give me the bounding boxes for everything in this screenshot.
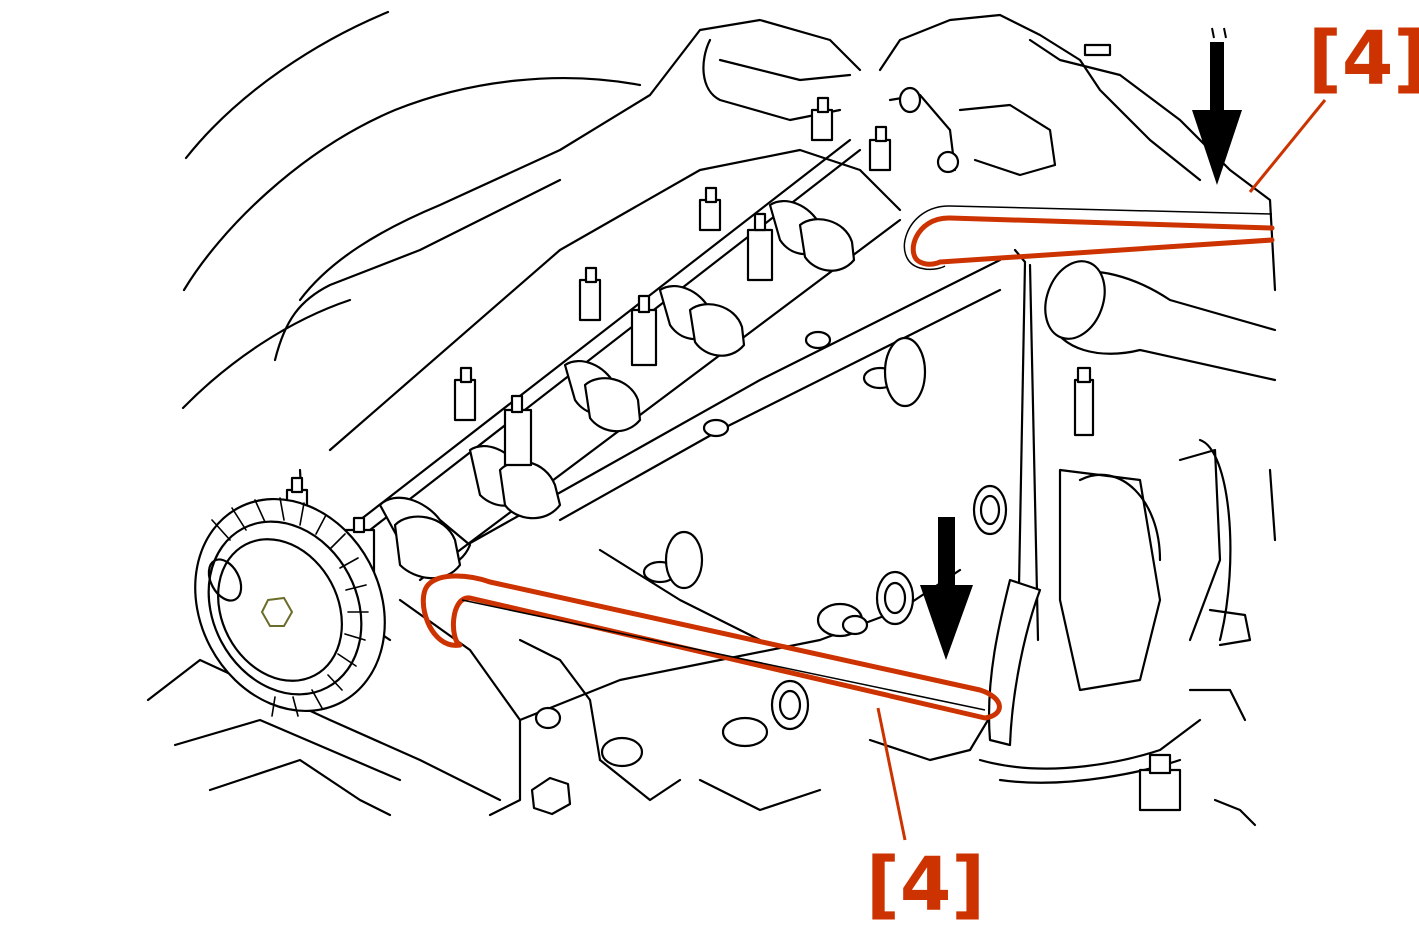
callout-tools <box>420 99 1327 841</box>
leader-line-top <box>1248 99 1327 193</box>
bolt-bosses <box>530 86 1008 816</box>
direction-arrows <box>920 27 1242 660</box>
cam-gear <box>194 497 386 717</box>
camshaft-front <box>393 218 902 582</box>
callout-label-top: [4] <box>1308 16 1419 102</box>
cylinder-head-outline <box>273 148 1002 817</box>
upper-engine-outline <box>298 13 1277 302</box>
right-side-hoses <box>978 248 1277 827</box>
arrow-down-top-icon <box>1192 42 1242 185</box>
leader-line-bottom <box>876 707 907 841</box>
valve-lifters <box>285 96 892 577</box>
arrow-down-bottom-icon <box>920 517 973 660</box>
timing-mark <box>260 596 294 627</box>
camshaft-rear <box>358 138 862 570</box>
tool-hook-bottom <box>420 573 1002 721</box>
callout-label-bottom: [4] <box>866 842 986 928</box>
tool-hook-top <box>910 215 1275 267</box>
background-contours <box>146 10 642 817</box>
